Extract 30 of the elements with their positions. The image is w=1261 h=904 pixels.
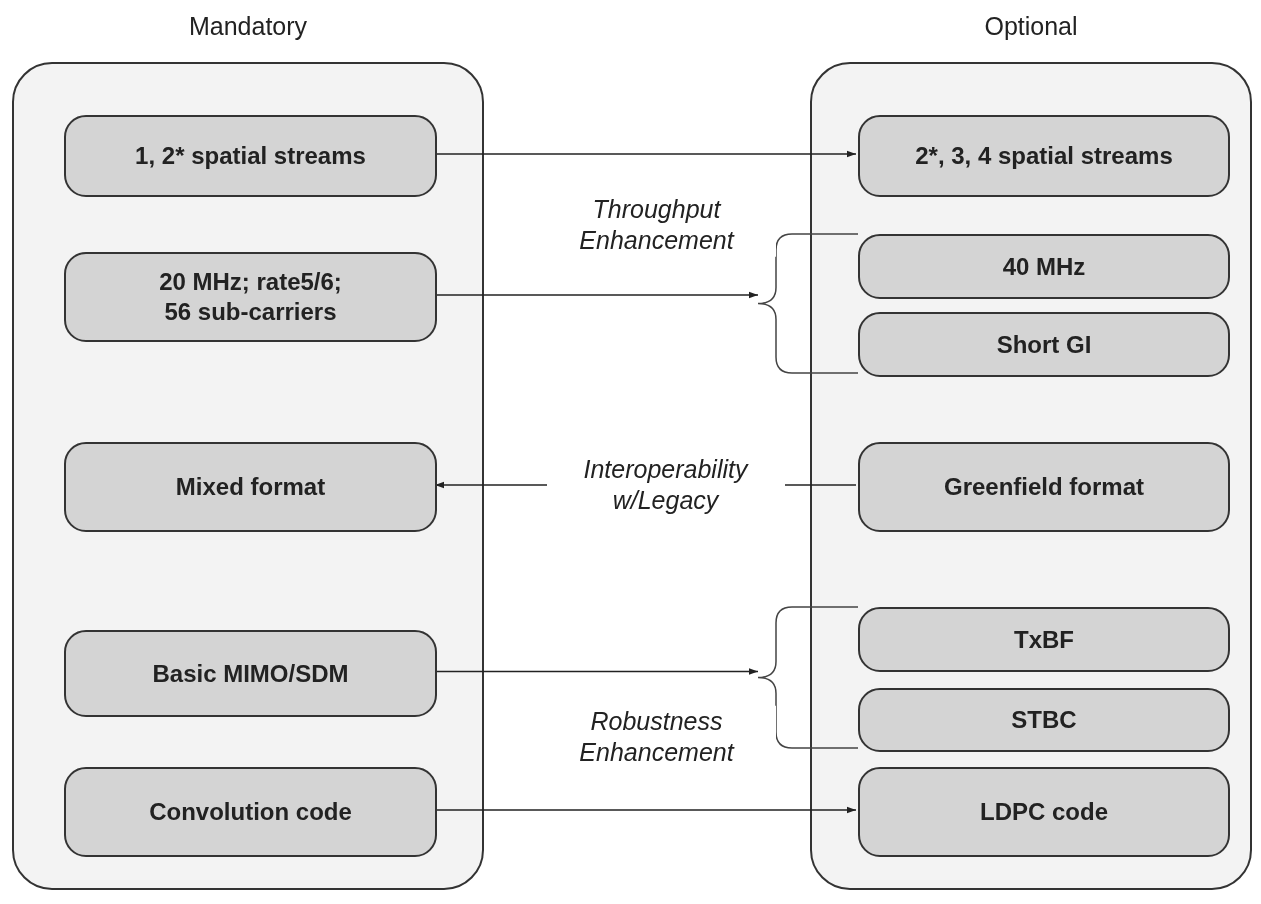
group-heading: Optional	[983, 12, 1079, 41]
box-label: 1, 2* spatial streams	[134, 141, 367, 171]
box-label: Mixed format	[174, 472, 327, 502]
group-heading: Mandatory	[187, 12, 309, 41]
feature-box	[858, 767, 1230, 857]
feature-box	[64, 252, 437, 342]
arrow	[434, 806, 857, 814]
box-label: Greenfield format	[942, 472, 1145, 502]
box-label: TxBF	[1013, 624, 1075, 655]
box-label: 40 MHz	[1001, 251, 1087, 282]
box-label: LDPC code	[979, 797, 1109, 827]
arrow	[434, 291, 759, 299]
box-label: Convolution code	[148, 797, 353, 827]
arrow	[434, 150, 857, 158]
box-label: Basic MIMO/SDM	[151, 658, 350, 689]
feature-box	[64, 767, 437, 857]
feature-box	[858, 312, 1230, 377]
feature-box	[64, 115, 437, 197]
feature-box	[858, 234, 1230, 299]
box-label: 20 MHz; rate5/6; 56 sub-carriers	[158, 267, 343, 327]
arrow	[434, 668, 759, 675]
feature-box	[858, 442, 1230, 532]
box-label: 2*, 3, 4 spatial streams	[914, 141, 1174, 171]
box-label: STBC	[1010, 705, 1078, 735]
feature-box	[64, 442, 437, 532]
box-label: Short GI	[995, 329, 1093, 360]
feature-box	[858, 115, 1230, 197]
feature-box	[64, 630, 437, 717]
feature-box	[858, 688, 1230, 752]
feature-box	[858, 607, 1230, 672]
